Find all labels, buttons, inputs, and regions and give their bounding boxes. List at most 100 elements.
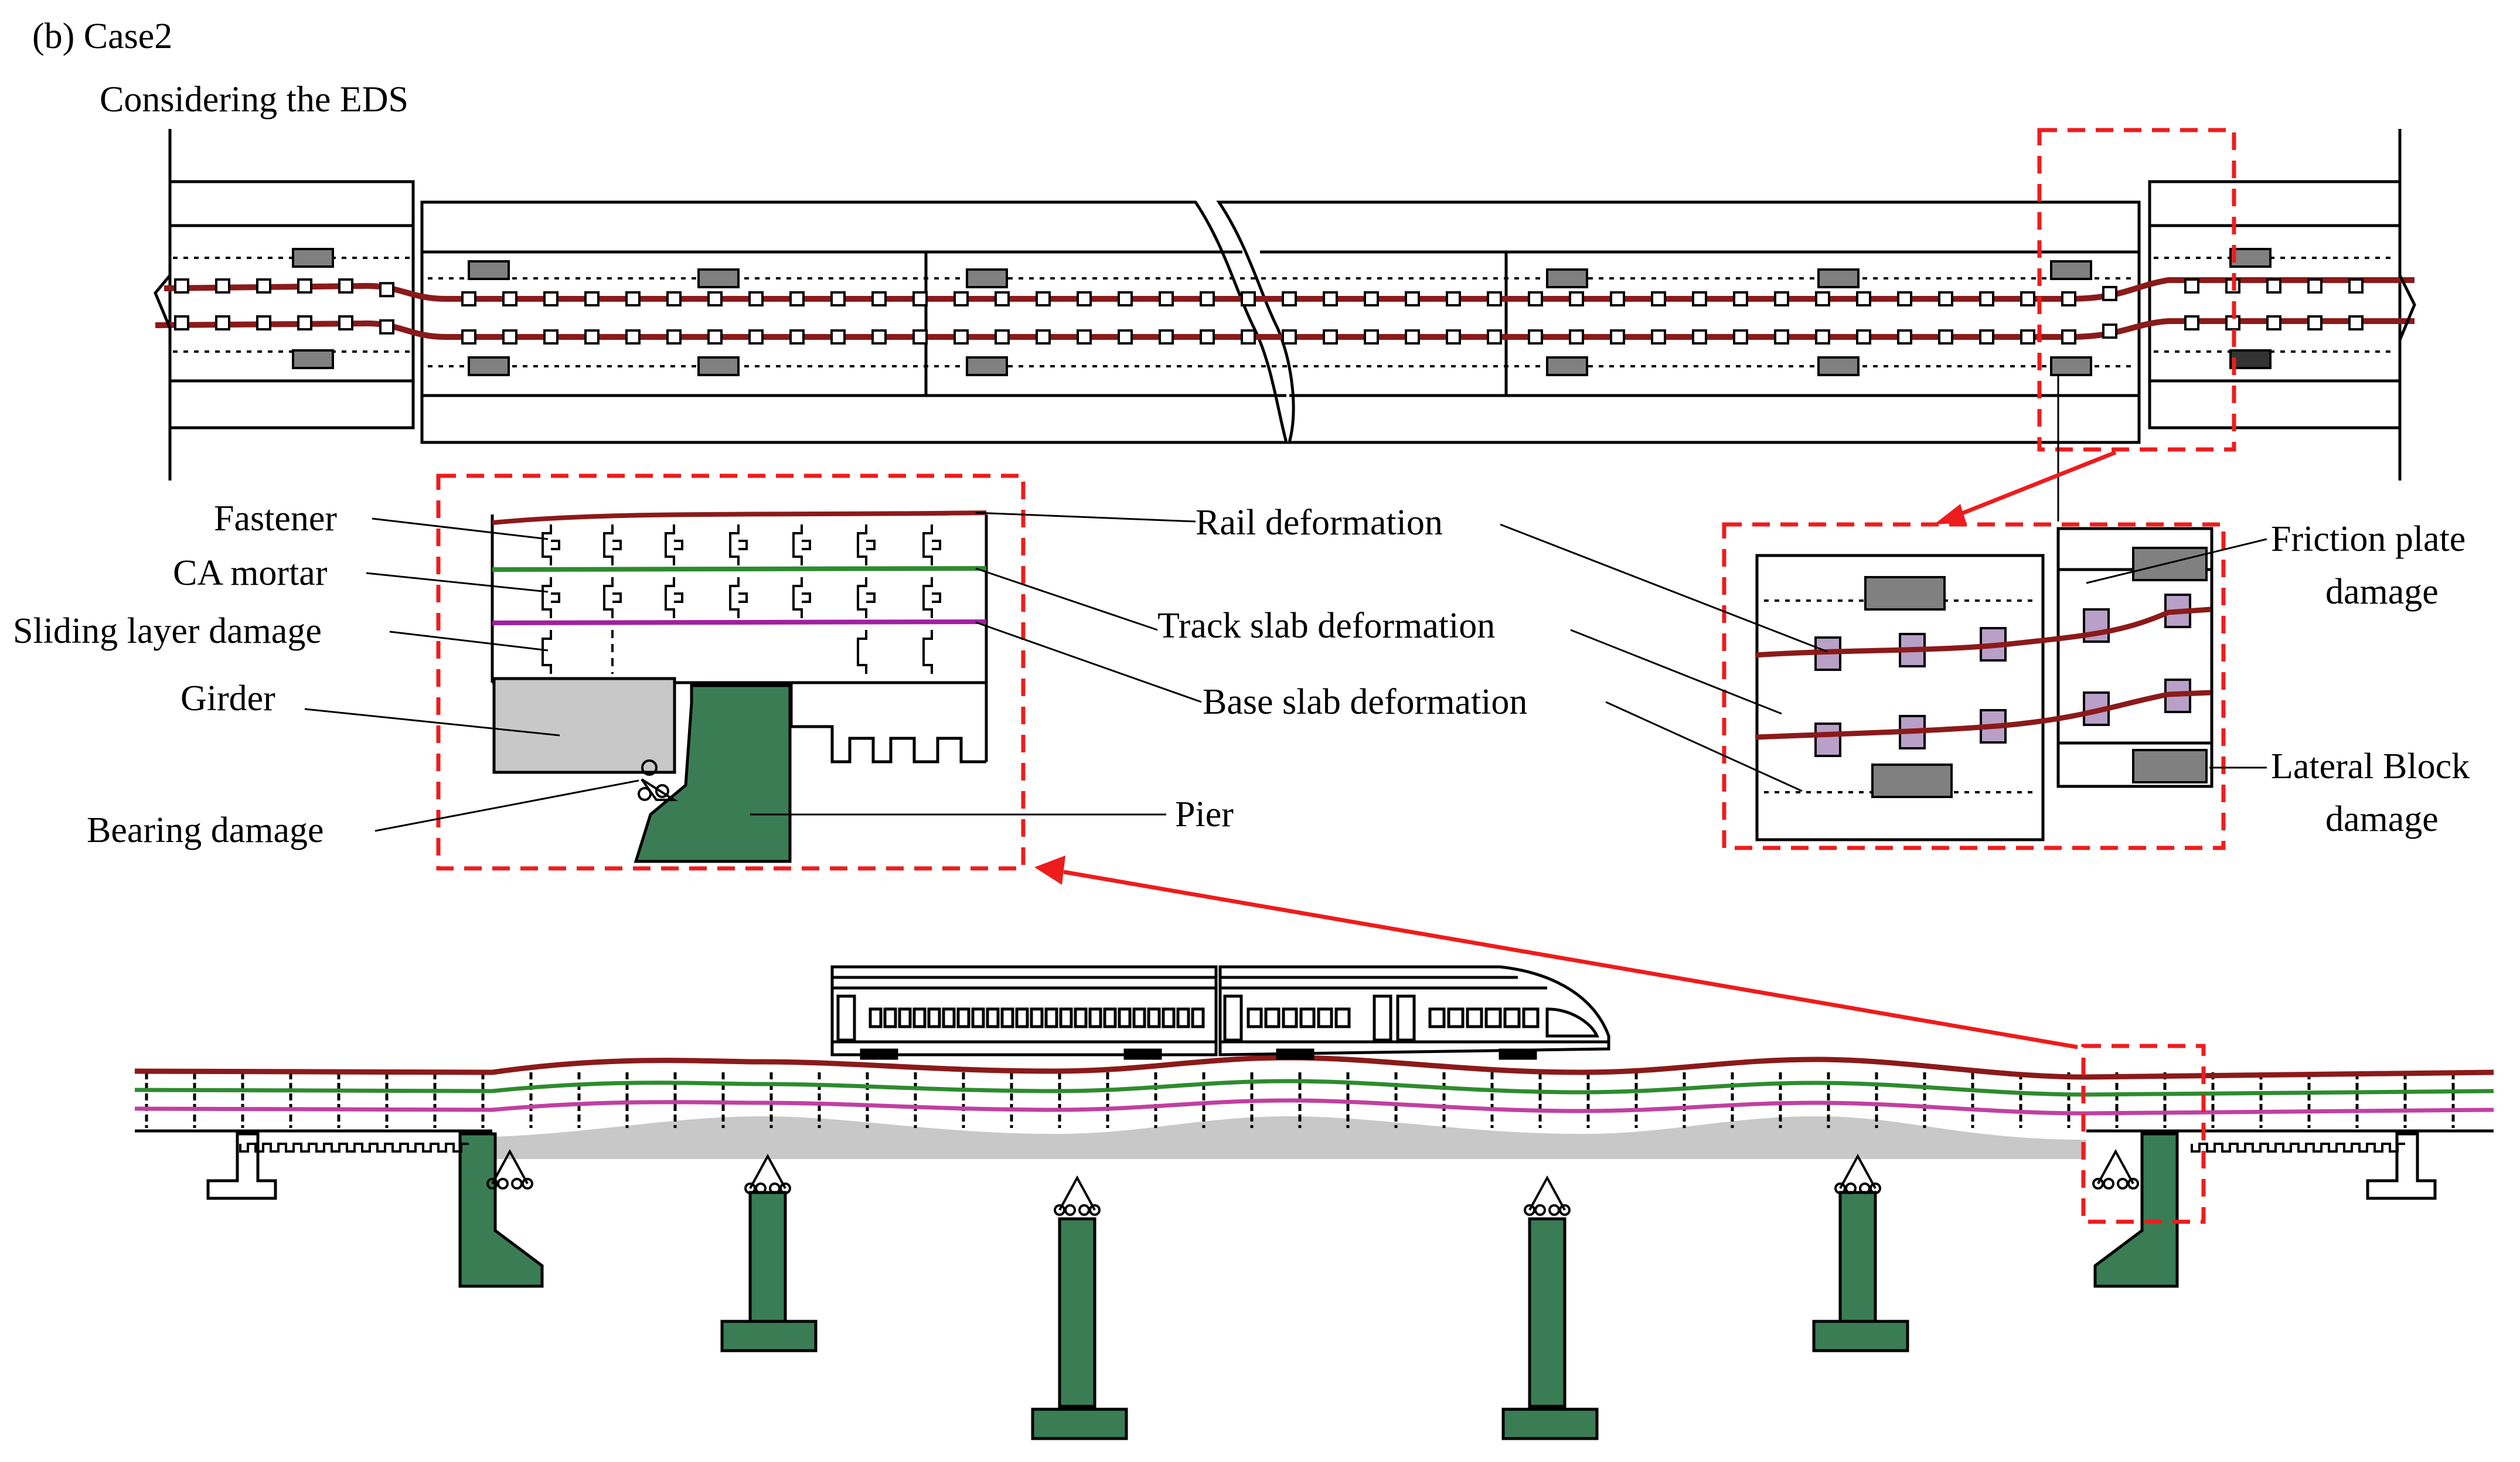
fastener-damper xyxy=(738,592,748,603)
plan-fastener-square xyxy=(379,319,394,335)
elevation-bearing xyxy=(1839,1153,1877,1189)
train-window xyxy=(1466,1007,1483,1028)
plan-fastener-square xyxy=(2348,315,2364,330)
plan-fastener-square xyxy=(2020,291,2035,306)
plan-fastener-square xyxy=(1446,329,1461,345)
train-window xyxy=(1282,1007,1298,1028)
train-window xyxy=(1191,1007,1205,1028)
plan-fastener-square xyxy=(953,329,969,345)
plan-fastener-square xyxy=(2307,278,2323,294)
arrow-to-left-detail xyxy=(1063,870,2078,1049)
plan-fastener-square xyxy=(215,278,230,294)
elevation-track-slab xyxy=(134,1079,2494,1097)
label-girder: Girder xyxy=(181,679,275,718)
plan-fastener-square xyxy=(174,315,189,330)
plan-fastener-square xyxy=(1774,329,1789,345)
bearing-roller xyxy=(522,1178,533,1190)
figure-subtitle: Considering the EDS xyxy=(100,80,408,120)
plan-fastener-square xyxy=(1036,291,1051,306)
plan-fastener-square xyxy=(625,291,641,306)
plan-fastener-square xyxy=(379,282,394,298)
left-abutment-slab xyxy=(168,180,415,430)
plan-fastener-square xyxy=(1364,291,1379,306)
plan-fastener-square xyxy=(1405,291,1420,306)
plan-fastener-square xyxy=(1528,291,1543,306)
plan-fastener-square xyxy=(707,329,723,345)
elevation-piers xyxy=(458,1132,2179,1440)
fastener-damper xyxy=(802,540,811,550)
panel-label: (b) Case2 xyxy=(32,16,172,56)
plan-fastener-square xyxy=(1200,329,1215,345)
plan-fastener-square xyxy=(1487,329,1502,345)
train-window xyxy=(1503,1007,1521,1028)
bearing-roller xyxy=(2103,1178,2114,1190)
plan-fastener-square xyxy=(584,291,600,306)
plan-fastener-square xyxy=(666,329,682,345)
plan-fastener-square xyxy=(1733,291,1748,306)
bearing-roller xyxy=(1064,1204,1076,1216)
train-window xyxy=(1334,1007,1351,1028)
detail-base-line xyxy=(492,619,987,625)
plan-fastener-square xyxy=(830,329,846,345)
fastener-spring xyxy=(857,577,867,618)
plan-fastener-square xyxy=(953,291,969,306)
elevation-bearing xyxy=(491,1149,529,1184)
plan-fastener-square xyxy=(1446,291,1461,306)
plan-fastener-square xyxy=(1938,329,1953,345)
plan-fastener-square xyxy=(174,278,189,294)
plan-fastener-square xyxy=(2184,278,2199,294)
train-window xyxy=(1428,1007,1446,1028)
elevation-bearing xyxy=(749,1153,786,1189)
train-window xyxy=(1447,1007,1465,1028)
train-window xyxy=(1088,1007,1102,1028)
plan-fastener-square xyxy=(912,291,928,306)
train-door xyxy=(1223,994,1243,1042)
bearing-roller xyxy=(1089,1204,1101,1216)
plan-fastener-square xyxy=(1282,291,1297,306)
train-window xyxy=(1299,1007,1316,1028)
train-window xyxy=(1484,1007,1502,1028)
fastener-damper xyxy=(866,540,876,550)
plan-fastener-square xyxy=(1487,291,1502,306)
label-base-slab-deformation: Base slab deformation xyxy=(1203,682,1527,722)
arrow-head-right xyxy=(1934,504,1966,524)
bearing-roller xyxy=(2117,1178,2129,1190)
fastener-damper xyxy=(738,540,748,550)
train-window xyxy=(912,1007,927,1028)
plan-fastener-square xyxy=(584,329,600,345)
train-window xyxy=(1247,1007,1263,1028)
fastener-spring xyxy=(922,524,933,565)
train-window xyxy=(1059,1007,1073,1028)
plan-fastener-square xyxy=(461,329,476,345)
plan-fastener-square xyxy=(830,291,846,306)
train-window xyxy=(927,1007,941,1028)
plan-fastener-square xyxy=(1159,291,1174,306)
elevation-girder xyxy=(492,1116,2086,1159)
plan-fastener-square xyxy=(1692,291,1707,306)
right-detail-box xyxy=(1722,522,2226,850)
train-window xyxy=(1015,1007,1029,1028)
bearing-roller xyxy=(2127,1178,2139,1190)
plan-fastener-square xyxy=(1159,329,1174,345)
abutment-supports xyxy=(206,1132,2437,1200)
plan-fastener-square xyxy=(1856,329,1871,345)
arrow-to-right-detail xyxy=(1955,450,2117,518)
bearing-roller xyxy=(1869,1182,1881,1194)
label-rail-deformation: Rail deformation xyxy=(1196,503,1443,543)
plan-fastener-square xyxy=(461,291,476,306)
plan-fastener-square xyxy=(1077,329,1092,345)
plan-blocks xyxy=(292,248,2272,376)
plan-fastener-square xyxy=(1118,291,1133,306)
plan-fastener-square xyxy=(1241,329,1256,345)
plan-fasteners xyxy=(174,278,2364,345)
plan-fastener-square xyxy=(912,329,928,345)
train-window xyxy=(1147,1007,1161,1028)
bearing-roller xyxy=(1559,1204,1571,1216)
bridge-elevation xyxy=(134,1044,2494,1440)
train-window xyxy=(1074,1007,1088,1028)
right-detail-dotted xyxy=(1764,599,2037,793)
plan-fastener-square xyxy=(1610,291,1625,306)
fastener-spring xyxy=(729,524,740,565)
elevation-fasteners xyxy=(145,1072,2455,1128)
